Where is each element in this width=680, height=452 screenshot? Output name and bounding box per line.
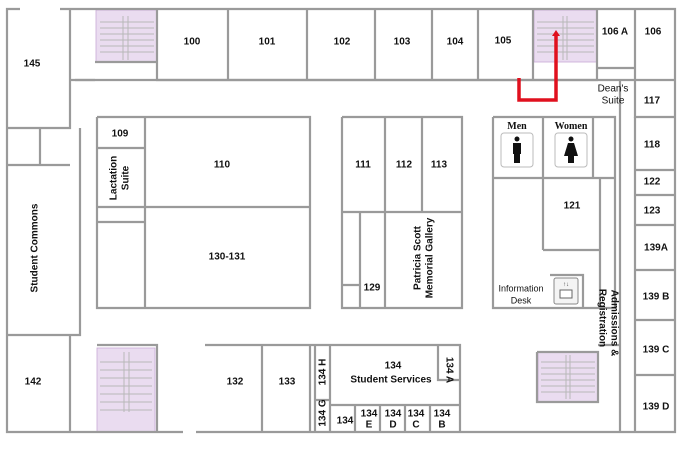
room-121: 121 [564, 201, 581, 212]
stairwell-northeast [533, 9, 598, 63]
room-139d: 139 D [643, 402, 670, 413]
admissions-line1: Admissions & [608, 290, 619, 357]
room-134h: 134 H [318, 359, 329, 386]
room-118: 118 [644, 140, 661, 151]
stairwell-southwest [96, 347, 156, 433]
room-103: 103 [394, 37, 411, 48]
room-142: 142 [25, 377, 42, 388]
room-134d-num: 134 [385, 409, 402, 420]
room-139b: 139 B [643, 292, 670, 303]
stairwell-southeast [537, 351, 599, 403]
room-104: 104 [447, 37, 464, 48]
stairwell-northwest [95, 9, 158, 63]
room-134-small: 134 [337, 416, 354, 427]
room-117: 117 [644, 96, 661, 107]
route-arrow-icon [552, 30, 560, 36]
room-139a: 139A [644, 243, 668, 254]
room-112: 112 [396, 160, 413, 171]
room-101: 101 [259, 37, 276, 48]
room-134e-num: 134 [361, 409, 378, 420]
room-134c-num: 134 [408, 409, 425, 420]
room-109: 109 [112, 129, 129, 140]
room-134e-letter: E [366, 420, 373, 431]
room-100: 100 [184, 37, 201, 48]
room-129: 129 [364, 283, 381, 294]
room-134d-letter: D [389, 420, 396, 431]
room-133: 133 [279, 377, 296, 388]
women-label: Women [555, 121, 588, 132]
room-106a: 106 A [602, 27, 628, 38]
room-102: 102 [334, 37, 351, 48]
gallery-line1: Patricia Scott [413, 225, 424, 290]
men-restroom-icon [500, 132, 534, 168]
elevator-icon: ↑↓ [553, 277, 579, 305]
room-134g: 134 G [318, 399, 329, 426]
lactation-suite-line2: Suite [121, 165, 132, 190]
room-130-131: 130-131 [209, 252, 246, 263]
room-122: 122 [644, 177, 661, 188]
lactation-suite-line1: Lactation [109, 156, 120, 200]
room-134b-letter: B [438, 420, 445, 431]
room-123: 123 [644, 206, 661, 217]
admissions-line2: Registration [596, 289, 607, 347]
information-desk-line1: Information [498, 283, 543, 293]
walls [5, 7, 677, 434]
room-106: 106 [645, 27, 662, 38]
route-path [517, 34, 558, 102]
deans-suite-line1: Dean's [598, 84, 629, 95]
room-110: 110 [214, 160, 231, 171]
room-134b-num: 134 [434, 409, 451, 420]
room-134c-letter: C [412, 420, 419, 431]
women-restroom-icon [554, 132, 588, 168]
room-134a: 134 A [443, 357, 454, 383]
room-132: 132 [227, 377, 244, 388]
room-134: 134 [385, 361, 402, 372]
room-139c: 139 C [643, 345, 670, 356]
svg-text:↑↓: ↑↓ [563, 282, 569, 288]
room-111: 111 [355, 160, 371, 171]
room-113: 113 [431, 160, 448, 171]
room-105: 105 [495, 36, 512, 47]
student-services: Student Services [350, 375, 432, 386]
deans-suite-line2: Suite [602, 96, 625, 107]
room-145: 145 [24, 59, 41, 70]
men-label: Men [507, 121, 527, 132]
gallery-line2: Memorial Gallery [425, 217, 436, 298]
information-desk-line2: Desk [511, 295, 532, 305]
student-commons: Student Commons [30, 203, 41, 292]
